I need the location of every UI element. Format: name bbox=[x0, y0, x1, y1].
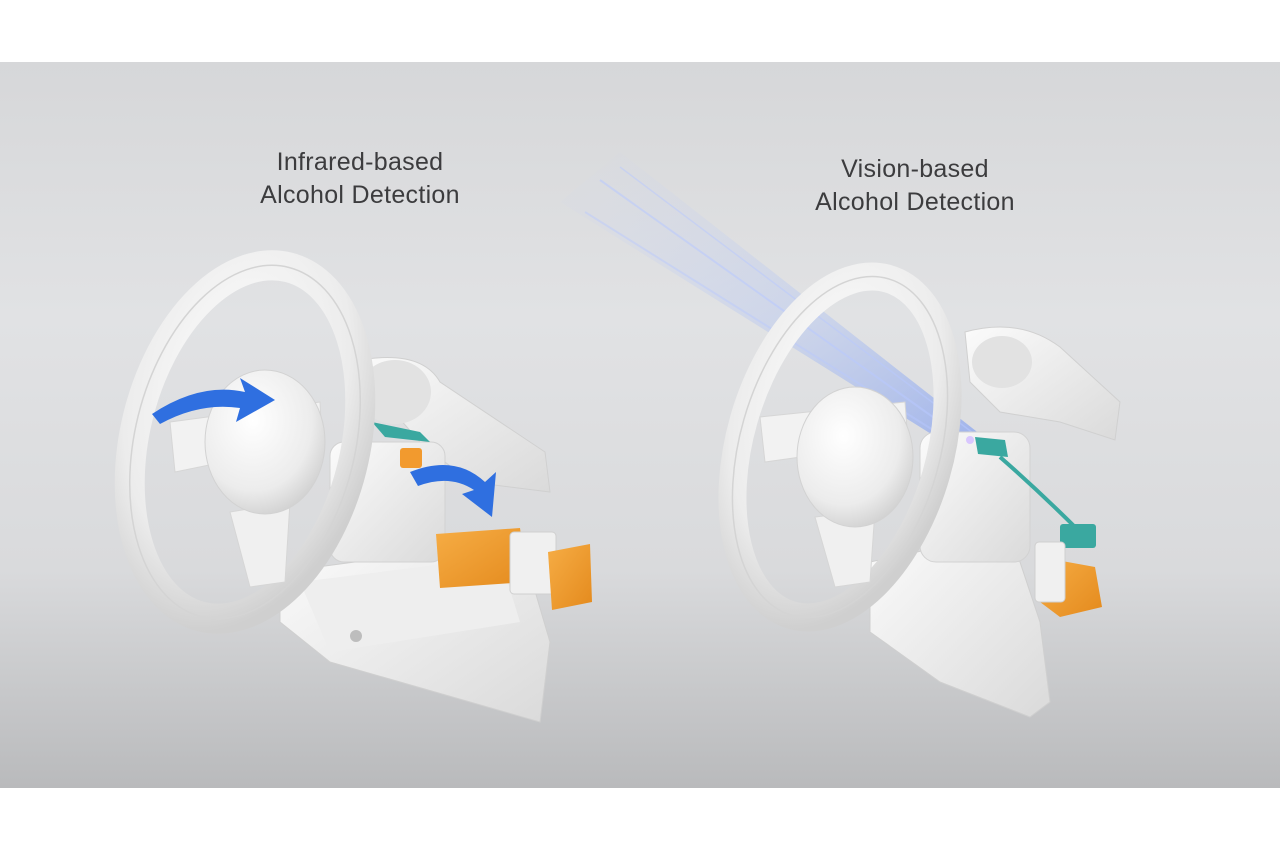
airbag-hub-right bbox=[796, 386, 914, 528]
circuit-board-left bbox=[372, 422, 430, 442]
infrared-detection-title: Infrared-based Alcohol Detection bbox=[210, 146, 510, 212]
image-frame: Infrared-based Alcohol Detection Vision-… bbox=[0, 62, 1280, 788]
vision-assembly bbox=[560, 152, 1121, 718]
airflow-arrow-2 bbox=[410, 464, 496, 517]
vision-title-line2: Alcohol Detection bbox=[815, 188, 1015, 216]
airflow-arrow-1 bbox=[152, 378, 275, 424]
infrared-title-line1: Infrared-based bbox=[276, 148, 444, 176]
vision-title-line1: Vision-based bbox=[841, 155, 989, 183]
infrared-title-line2: Alcohol Detection bbox=[260, 181, 460, 209]
infrared-assembly bbox=[114, 250, 592, 723]
ir-sensor-module bbox=[436, 528, 528, 588]
circuit-board-right bbox=[975, 437, 1008, 457]
camera-lens bbox=[966, 436, 974, 444]
vision-detection-title: Vision-based Alcohol Detection bbox=[765, 153, 1065, 219]
scene-illustration bbox=[114, 152, 1121, 723]
